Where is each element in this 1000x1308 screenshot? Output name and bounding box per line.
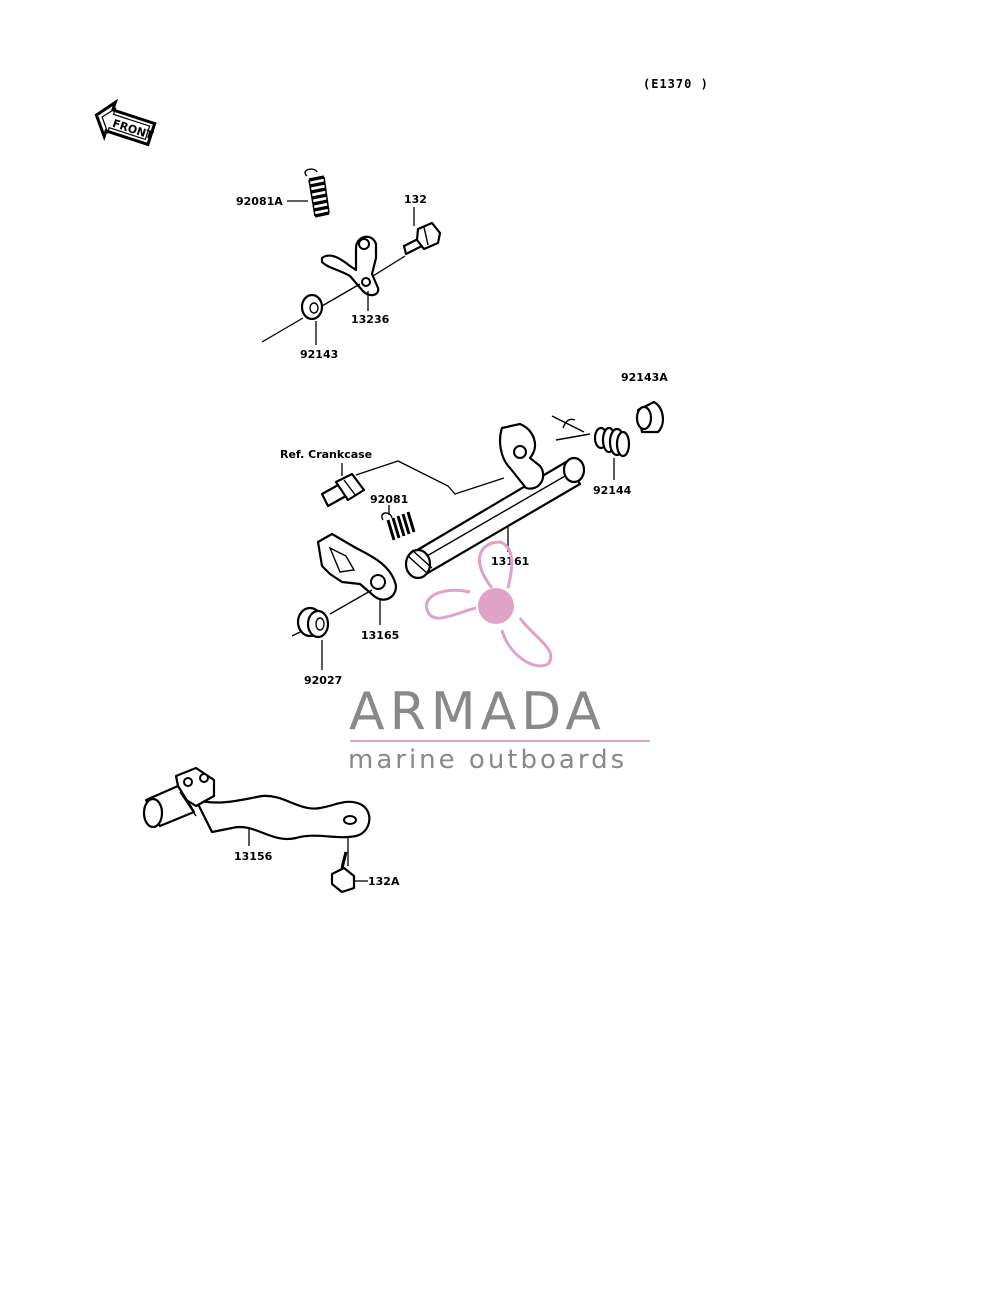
watermark-brand: ARMADA bbox=[349, 682, 606, 742]
label-92144: 92144 bbox=[593, 484, 632, 497]
shift-shaft-13161 bbox=[404, 422, 586, 580]
shift-stopper-arm-13236 bbox=[320, 235, 380, 297]
label-132A: 132A bbox=[368, 875, 400, 888]
shift-pedal-13156 bbox=[142, 766, 371, 841]
shift-arm-13165 bbox=[316, 532, 398, 601]
collar-92143A bbox=[635, 400, 664, 434]
return-spring-92144 bbox=[551, 415, 631, 458]
collar-92143 bbox=[300, 293, 324, 321]
spring-92081A bbox=[304, 168, 330, 218]
label-13156: 13156 bbox=[234, 850, 273, 863]
bolt-132 bbox=[402, 221, 442, 256]
bolt-132A bbox=[330, 851, 356, 894]
pivot-bolt-crankcase bbox=[320, 472, 366, 508]
label-13165: 13165 bbox=[361, 629, 399, 642]
label-92143A: 92143A bbox=[621, 371, 668, 384]
watermark-tagline: marine outboards bbox=[348, 745, 627, 775]
armada-logo-icon bbox=[424, 540, 553, 668]
label-92143: 92143 bbox=[300, 348, 338, 361]
label-13236: 13236 bbox=[351, 313, 390, 326]
spring-92081 bbox=[381, 511, 416, 541]
ref-crankcase-label: Ref. Crankcase bbox=[280, 448, 372, 461]
label-132: 132 bbox=[404, 193, 427, 206]
front-arrow-icon: FRONT bbox=[94, 98, 157, 147]
label-92081A: 92081A bbox=[236, 195, 283, 208]
oil-seal-92027 bbox=[296, 606, 330, 639]
label-92027: 92027 bbox=[304, 674, 342, 687]
label-92081: 92081 bbox=[370, 493, 408, 506]
diagram-code: (E1370 ) bbox=[643, 77, 709, 91]
